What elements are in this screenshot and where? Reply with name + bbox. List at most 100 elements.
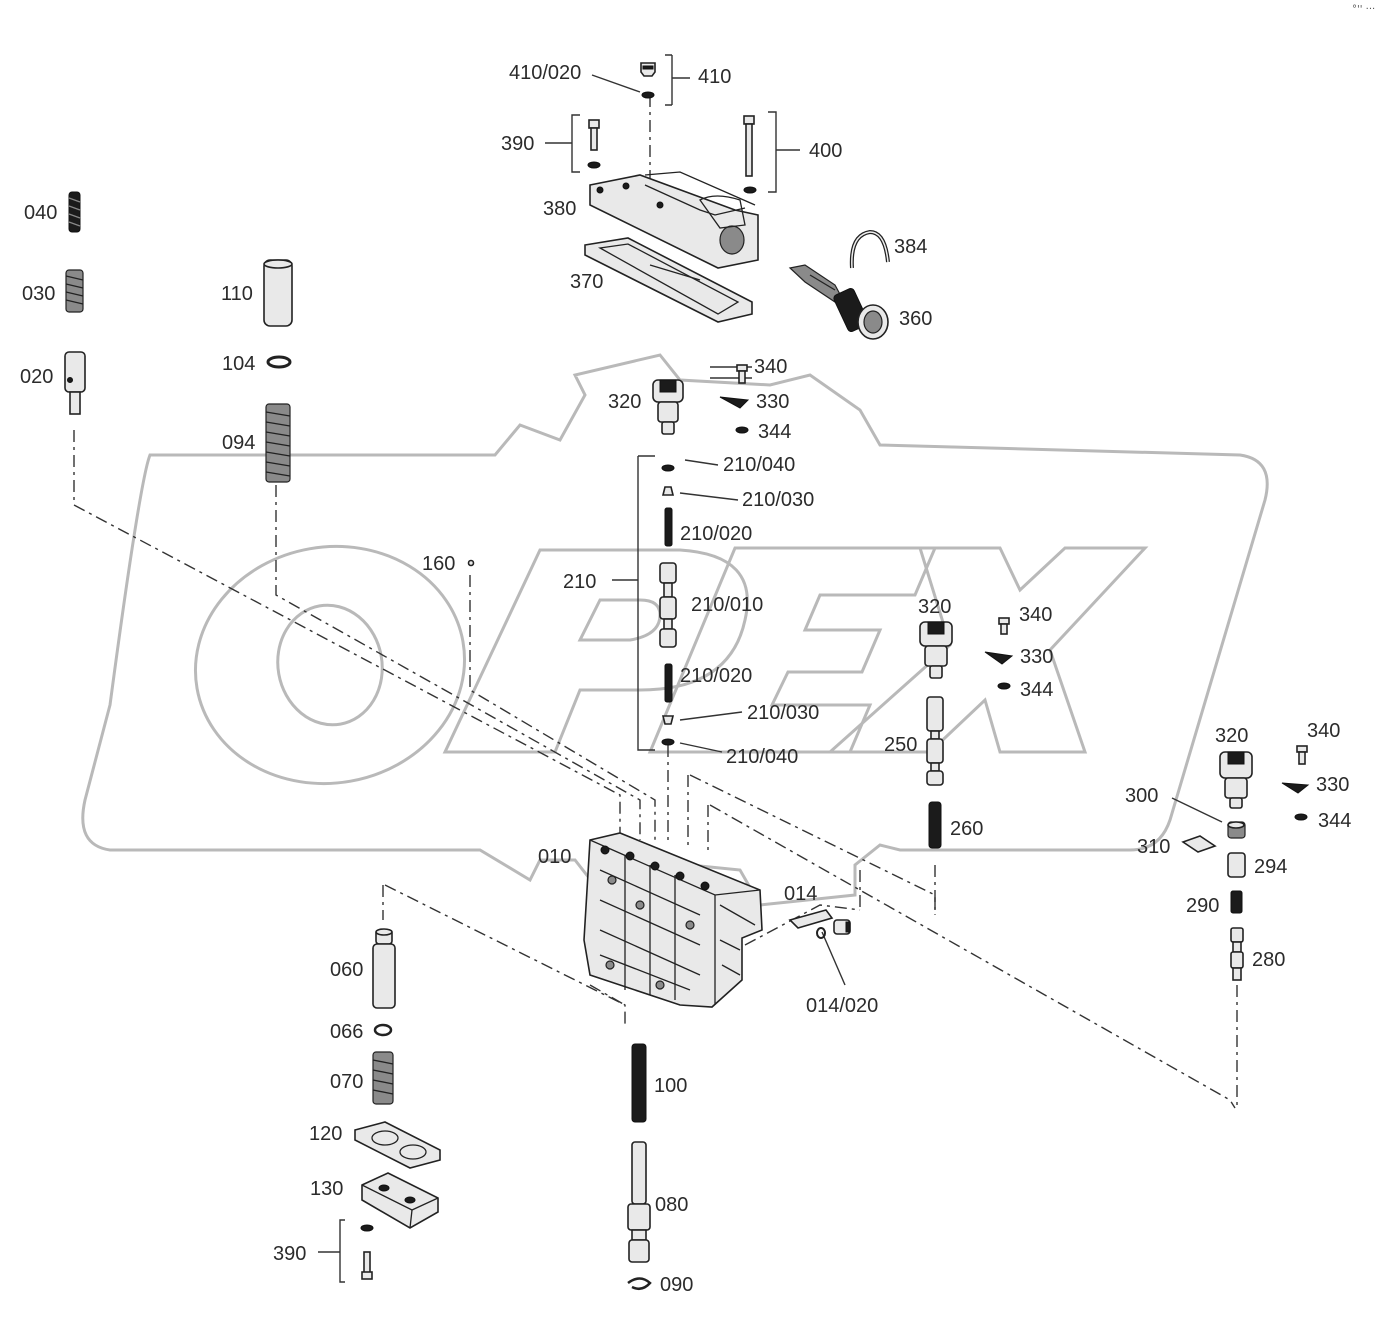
label-330-right: 330 (1316, 774, 1349, 796)
part-320-solenoid-top (652, 379, 684, 435)
part-160-ball (467, 559, 475, 567)
part-340-screw-top (736, 364, 748, 384)
part-340-screw-right (1296, 745, 1308, 765)
label-130: 130 (310, 1178, 343, 1200)
label-290: 290 (1186, 895, 1219, 917)
part-090-clip (627, 1277, 652, 1291)
label-300: 300 (1125, 785, 1158, 807)
label-040: 040 (24, 202, 57, 224)
label-210-020-top: 210/020 (680, 523, 752, 545)
watermark-letter-x (826, 546, 1149, 754)
label-390-bottom: 390 (273, 1243, 306, 1265)
part-344-washer-right (1294, 813, 1308, 821)
part-066-o-ring (373, 1023, 393, 1037)
label-014-020: 014/020 (806, 995, 878, 1017)
label-310: 310 (1137, 836, 1170, 858)
part-390-screw-top (587, 119, 601, 169)
label-020: 020 (20, 366, 53, 388)
part-340-screw-middle (998, 617, 1010, 635)
label-060: 060 (330, 959, 363, 981)
part-344-washer-middle (997, 682, 1011, 690)
part-040-spring (68, 191, 81, 233)
label-210: 210 (563, 571, 596, 593)
part-094-spring (265, 403, 291, 483)
label-344-top: 344 (758, 421, 791, 443)
part-330-clamp-right (1281, 782, 1310, 794)
label-384: 384 (894, 236, 927, 258)
label-210-010: 210/010 (691, 594, 763, 616)
label-410-020: 410/020 (509, 62, 581, 84)
label-280: 280 (1252, 949, 1285, 971)
label-320-top: 320 (608, 391, 641, 413)
label-340-top: 340 (754, 356, 787, 378)
assembly-lines (73, 95, 1238, 1109)
label-370: 370 (570, 271, 603, 293)
part-280-valve (1230, 927, 1244, 981)
part-360-connector (788, 264, 889, 340)
label-030: 030 (22, 283, 55, 305)
part-210-030-bottom (661, 715, 675, 725)
corner-mark: °'' ··· (1352, 4, 1375, 15)
part-020-piston (64, 351, 86, 415)
leader-lines (318, 54, 1223, 1283)
part-130-plate (361, 1172, 439, 1229)
part-330-clamp-middle (984, 651, 1014, 665)
part-060-piston (372, 928, 396, 1009)
label-380: 380 (543, 198, 576, 220)
part-250-valve (926, 696, 944, 786)
part-104-o-ring (266, 355, 292, 369)
label-344-right: 344 (1318, 810, 1351, 832)
part-210-030-top (661, 486, 675, 496)
part-210-040-bottom (661, 738, 675, 746)
label-070: 070 (330, 1071, 363, 1093)
part-330-clamp-top (719, 396, 750, 409)
part-080-valve (627, 1141, 651, 1263)
label-410: 410 (698, 66, 731, 88)
label-010: 010 (538, 846, 571, 868)
part-344-washer-top (735, 426, 749, 434)
label-210-040-bottom: 210/040 (726, 746, 798, 768)
label-400: 400 (809, 140, 842, 162)
label-390-top: 390 (501, 133, 534, 155)
watermark-letter-o-outer (193, 544, 467, 786)
label-080: 080 (655, 1194, 688, 1216)
label-210-020-bottom: 210/020 (680, 665, 752, 687)
part-400-long-bolt (743, 115, 757, 194)
label-090: 090 (660, 1274, 693, 1296)
label-340-right: 340 (1307, 720, 1340, 742)
part-310-plate (1181, 835, 1217, 853)
part-320-solenoid-right (1219, 751, 1253, 809)
label-320-right: 320 (1215, 725, 1248, 747)
label-094: 094 (222, 432, 255, 454)
label-330-top: 330 (756, 391, 789, 413)
part-210-010-valve (659, 562, 677, 648)
label-294: 294 (1254, 856, 1287, 878)
part-014-plate (788, 909, 834, 929)
part-030-spring (65, 269, 84, 313)
part-210-020-top (664, 507, 673, 547)
part-210-040-top (661, 464, 675, 472)
label-320-middle: 320 (918, 596, 951, 618)
part-320-solenoid-middle (919, 621, 953, 679)
part-290-spring (1230, 890, 1243, 914)
label-110: 110 (221, 283, 253, 305)
label-066: 066 (330, 1021, 363, 1043)
part-384-clip (849, 229, 890, 269)
part-210-020-bottom (664, 663, 673, 703)
label-340-middle: 340 (1019, 604, 1052, 626)
part-labels: 410/020 410 390 400 380 384 370 360 040 … (20, 62, 1351, 1296)
label-344-middle: 344 (1020, 679, 1053, 701)
part-294-sleeve (1227, 852, 1246, 878)
part-410-plug (640, 62, 656, 99)
label-210-030-top: 210/030 (742, 489, 814, 511)
label-160: 160 (422, 553, 455, 575)
label-100: 100 (654, 1075, 687, 1097)
part-300-sleeve (1227, 821, 1246, 839)
part-014-020-plug (816, 919, 851, 939)
part-110-piston (263, 259, 293, 327)
label-360: 360 (899, 308, 932, 330)
part-120-gasket (354, 1121, 441, 1169)
label-014: 014 (784, 883, 817, 905)
label-250: 250 (884, 734, 917, 756)
